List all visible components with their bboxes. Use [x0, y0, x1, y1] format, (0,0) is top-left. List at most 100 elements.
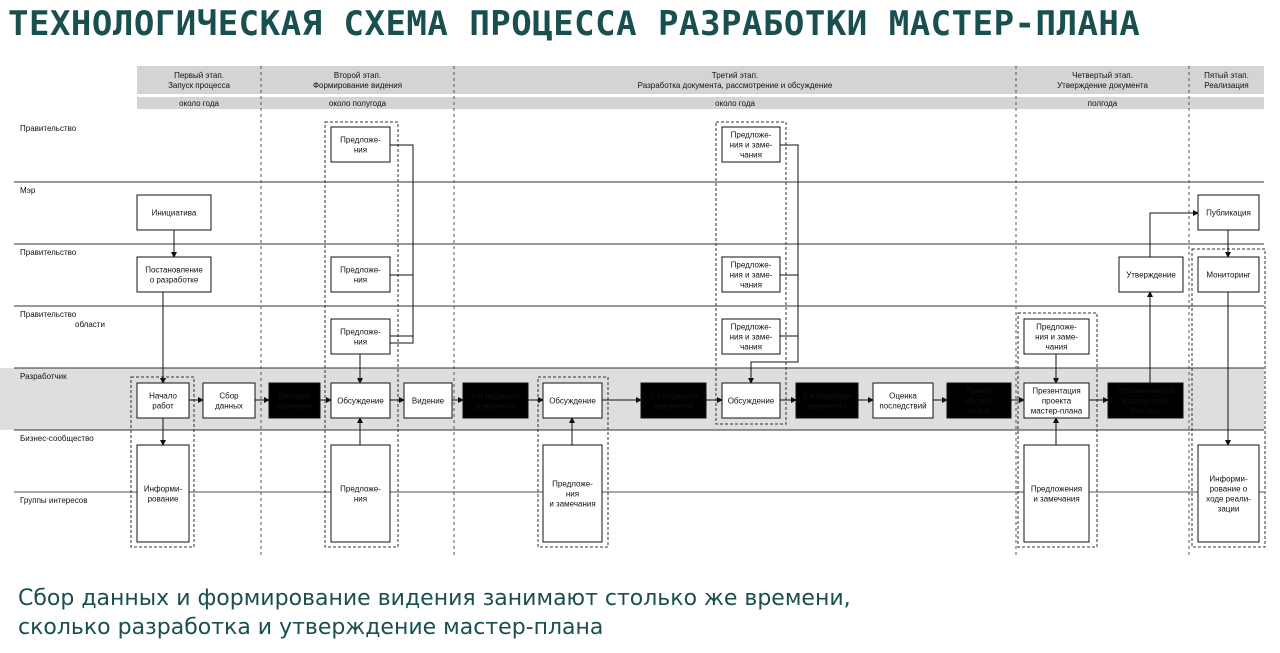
- data-collection-label-line-1: Сбор: [219, 392, 239, 401]
- resolution-box: [136, 256, 212, 293]
- publication-box: [1197, 194, 1260, 231]
- draft-3-label-line-1: 3-я редакция: [803, 392, 851, 401]
- remarks-gov-box: [721, 126, 781, 163]
- remarks-gov2-box: [721, 256, 781, 293]
- lane-business-community-line-1: Бизнес-сообщество: [20, 434, 94, 443]
- stage-1-title-line-1: Первый этап.: [174, 71, 224, 80]
- remarks-gov-label-line-1: Предложе-: [731, 131, 772, 140]
- flow-arrow-17: [748, 144, 799, 384]
- draft-2-label-line-1: 2-я редакция: [649, 392, 697, 401]
- proposals-gov-label-line-1: Предложе-: [340, 136, 381, 145]
- proposals-region-label-line-2: ния: [354, 338, 367, 347]
- proposals-public-4-label-line-2: и замечания: [1033, 495, 1079, 504]
- caption-line-2: сколько разработка и утверждение мастер-…: [18, 615, 604, 640]
- remarks-gov2-label-line-1: Предложе-: [731, 261, 772, 270]
- proposals-region-label-line-1: Предложе-: [340, 328, 381, 337]
- proposals-public-1-label-line-1: Предложе-: [340, 485, 381, 494]
- strategic-plan-label-line-1: Стратегический: [1116, 387, 1175, 396]
- lane-government-1-line-1: Правительство: [20, 124, 77, 133]
- progress-info-box: [1197, 444, 1260, 543]
- stage-4-duration-bar: [1016, 97, 1189, 109]
- progress-info-label-line-3: ходе реали-: [1206, 495, 1251, 504]
- lane-mayor-line-1: Мэр: [20, 186, 36, 195]
- remarks-region-label-line-1: Предложе-: [731, 323, 772, 332]
- discussion-3-box: [721, 382, 781, 419]
- informing-label-line-1: Информи-: [144, 485, 183, 494]
- stage-4-duration-line-1: полгода: [1088, 99, 1118, 108]
- base-scenarios-label-line-2: сценарии: [277, 402, 312, 411]
- stage-4-header: [1016, 66, 1189, 94]
- monitoring-label-line-1: Мониторинг: [1206, 271, 1250, 280]
- approval-label-line-1: Утверждение: [1126, 271, 1176, 280]
- draft-1-box: [462, 382, 529, 419]
- lane-interest-groups-line-1: Группы интересов: [20, 496, 87, 505]
- caption: Сбор данных и формирование видения заним…: [18, 584, 1258, 642]
- remarks-region-4-label-line-2: ния и заме-: [1035, 333, 1078, 342]
- discussion-2-label-line-1: Обсуждение: [549, 397, 596, 406]
- draft-3-box: [795, 382, 859, 419]
- proposals-public-2-label-line-3: и замечания: [549, 500, 595, 509]
- group-frame-2: [324, 121, 399, 548]
- informing-label-line-2: рование: [148, 495, 179, 504]
- stage-2-header: [261, 66, 454, 94]
- discussion-2-box: [542, 382, 603, 419]
- proposals-public-2-label-line-1: Предложе-: [552, 480, 593, 489]
- publication-label-line-1: Публикация: [1206, 209, 1251, 218]
- strategic-plan-box: [1107, 382, 1184, 419]
- draft-2-box: [640, 382, 707, 419]
- lane-regional-government-line-2: области: [75, 320, 105, 329]
- draft-master-plan-label-line-2: мастер-: [964, 397, 993, 406]
- stage-4-title-line-2: Утверждение документа: [1057, 81, 1148, 90]
- proposals-public-2-box: [542, 444, 603, 543]
- proposals-gov2-label-line-2: ния: [354, 276, 367, 285]
- presentation-box: [1023, 382, 1090, 419]
- draft-1-label-line-1: 1-я редакция: [471, 392, 519, 401]
- start-work-box: [136, 382, 190, 419]
- data-collection-box: [202, 382, 256, 419]
- stage-3-duration-line-1: около года: [715, 99, 755, 108]
- stage-5-title-line-2: Реализация: [1204, 81, 1249, 90]
- progress-info-label-line-1: Информи-: [1209, 475, 1248, 484]
- discussion-3-label-line-1: Обсуждение: [728, 397, 775, 406]
- draft-master-plan-label-line-3: плана: [968, 407, 991, 416]
- lane-developer-line-1: Разработчик: [20, 372, 67, 381]
- proposals-gov-label-line-2: ния: [354, 146, 367, 155]
- data-collection-label-line-2: данных: [215, 402, 243, 411]
- approval-box: [1118, 256, 1184, 293]
- start-work-label-line-1: Начало: [149, 392, 177, 401]
- strategic-plan-label-line-2: мастер-план: [1122, 397, 1169, 406]
- proposals-gov-box: [330, 126, 391, 163]
- lane-government-2-line-1: Правительство: [20, 248, 77, 257]
- stage-2-duration-line-1: около полугода: [329, 99, 387, 108]
- stage-5-header: [1189, 66, 1264, 94]
- remarks-region-box: [721, 318, 781, 355]
- remarks-gov2-label-line-2: ния и заме-: [730, 271, 773, 280]
- base-scenarios-box: [268, 382, 321, 419]
- draft-1-label-line-2: документа: [476, 402, 516, 411]
- remarks-gov2-label-line-3: чания: [740, 281, 762, 290]
- presentation-label-line-2: проекта: [1042, 397, 1072, 406]
- remarks-region-4-label-line-1: Предложе-: [1036, 323, 1077, 332]
- impact-assessment-label-line-2: последствий: [879, 402, 926, 411]
- remarks-gov-label-line-2: ния и заме-: [730, 141, 773, 150]
- stage-1-header: [137, 66, 261, 94]
- caption-line-1: Сбор данных и формирование видения заним…: [18, 586, 851, 611]
- stage-5-duration-bar: [1189, 97, 1264, 109]
- impact-assessment-label-line-1: Оценка: [889, 392, 917, 401]
- informing-box: [136, 444, 190, 543]
- impact-assessment-box: [872, 382, 934, 419]
- proposals-region-box: [330, 318, 391, 355]
- stage-1-title-line-2: Запуск процесса: [168, 81, 230, 90]
- resolution-label-line-1: Постановление: [145, 266, 203, 275]
- progress-info-label-line-4: зации: [1218, 505, 1240, 514]
- group-frame-4: [715, 121, 787, 425]
- draft-3-label-line-2: документа: [807, 402, 847, 411]
- stage-2-title-line-2: Формирование видения: [313, 81, 402, 90]
- stage-1-duration-bar: [137, 97, 261, 109]
- page-title: ТЕХНОЛОГИЧЕСКАЯ СХЕМА ПРОЦЕССА РАЗРАБОТК…: [8, 4, 1141, 44]
- group-frame-3: [537, 376, 609, 548]
- proposals-public-2-label-line-2: ния: [566, 490, 579, 499]
- remarks-region-4-box: [1023, 318, 1090, 355]
- initiative-box: [136, 194, 212, 231]
